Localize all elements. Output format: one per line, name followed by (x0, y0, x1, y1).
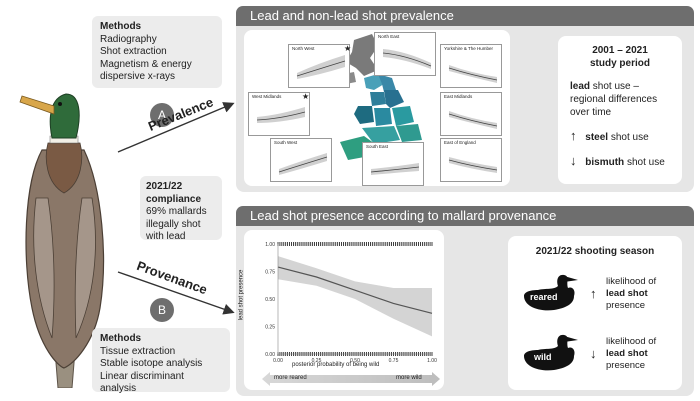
study-period-label: study period (589, 58, 650, 69)
reared-wild-arrow (262, 372, 440, 386)
lead-shot-text: lead shot (606, 288, 648, 299)
lead-word: lead (570, 81, 591, 92)
methods-top-item: Radiography (100, 33, 157, 45)
mini-chart-west-midlands: West Midlands (248, 92, 310, 136)
reared-likelihood: likelihood of lead shot presence (606, 276, 656, 312)
badge-b: B (150, 298, 174, 322)
lead-rest: shot use – regional differences over tim… (570, 81, 658, 118)
compliance-title-line2: compliance (146, 193, 202, 205)
compliance-box: 2021/22 compliance 69% mallards illegall… (140, 176, 222, 242)
down-arrow-icon: ↓ (590, 346, 597, 361)
compliance-line: 69% mallards (146, 206, 207, 217)
series-line (277, 266, 433, 314)
presence-text: presence (606, 360, 646, 371)
mini-chart-title: West Midlands (252, 94, 282, 99)
compliance-title-line1: 2021/22 (146, 181, 183, 192)
methods-top-box: Methods Radiography Shot extraction Magn… (92, 16, 222, 88)
arrow-prevalence-line (117, 102, 235, 153)
bismuth-rest: shot use (626, 157, 665, 168)
wild-label: wild (534, 352, 552, 362)
more-wild-label: more wild (396, 375, 422, 381)
mini-chart-south-west: South West (270, 138, 332, 182)
star-icon: ★ (302, 92, 310, 101)
arrow-provenance-line (117, 271, 235, 315)
y-tick-label: 0.00 (265, 352, 275, 358)
prevalence-summary: 2001 – 2021 study period lead shot use –… (558, 36, 682, 184)
methods-bottom-title: Methods (100, 333, 142, 344)
confidence-band (278, 256, 432, 337)
mini-chart-east-of-england: East of England (440, 138, 502, 182)
panel-provenance-title: Lead shot presence according to mallard … (236, 206, 694, 226)
x-tick-label: 0.00 (273, 358, 283, 364)
mini-chart-title: East of England (444, 140, 476, 145)
mini-chart-east-midlands: East Midlands (440, 92, 502, 136)
x-tick-label: 0.25 (312, 358, 322, 364)
mini-chart-south-east: South East (362, 142, 424, 186)
methods-bottom-item: Linear discriminant analysis (100, 370, 184, 395)
compliance-line: illegally shot (146, 218, 201, 230)
methods-bottom-item: Stable isotope analysis (100, 358, 203, 369)
mini-chart-north-east: North East (374, 32, 436, 76)
badge-a: A (150, 103, 174, 127)
y-tick-label: 0.75 (265, 270, 275, 276)
likelihood-text: likelihood of (606, 336, 657, 347)
mini-chart-title: South West (274, 140, 298, 145)
panel-provenance: Lead shot presence according to mallard … (236, 206, 694, 396)
mini-chart-title: South East (366, 144, 389, 149)
methods-bottom-box: Methods Tissue extraction Stable isotope… (92, 328, 230, 394)
methods-top-title: Methods (100, 21, 142, 32)
y-tick-label: 1.00 (265, 242, 275, 248)
presence-text: presence (606, 300, 646, 311)
steel-word: steel (585, 132, 609, 143)
study-period: 2001 – 2021 (592, 45, 648, 56)
mini-chart-title: East Midlands (444, 94, 473, 99)
compliance-line: with lead (146, 231, 186, 242)
more-reared-label: more reared (274, 375, 307, 381)
xlabel: posterior probability of being wild (292, 362, 380, 368)
wild-likelihood: likelihood of lead shot presence (606, 336, 656, 372)
mini-chart-north-west: North West (288, 44, 350, 88)
y-tick-label: 0.25 (265, 325, 275, 331)
season-title: 2021/22 shooting season (535, 246, 655, 257)
reared-label: reared (530, 292, 558, 302)
panel-prevalence: Lead and non-lead shot prevalence North … (236, 6, 694, 192)
provenance-plot: 0.00 0.25 0.50 0.75 1.00 1.00 0.75 0.50 0.25 0.00 (265, 242, 437, 364)
mini-chart-title: North West (292, 46, 315, 51)
lead-shot-text: lead shot (606, 348, 648, 359)
methods-top-item: Magnetism & energy (100, 58, 192, 70)
x-tick-label: 1.00 (427, 358, 437, 364)
duck-silhouette-icon (524, 274, 578, 311)
bismuth-word: bismuth (585, 157, 625, 168)
star-icon: ★ (344, 44, 352, 53)
y-tick-label: 0.50 (265, 297, 275, 303)
mini-chart-title: Yorkshire & The Humber (444, 46, 494, 51)
ylabel: lead shot presence (238, 269, 245, 321)
mallard-illustration (14, 88, 114, 389)
duck-silhouette-icon (524, 334, 578, 371)
panel-prevalence-title: Lead and non-lead shot prevalence (236, 6, 694, 26)
methods-top-item: dispersive x-rays (100, 71, 176, 82)
up-arrow-icon: ↑ (570, 128, 577, 143)
likelihood-text: likelihood of (606, 276, 657, 287)
up-arrow-icon: ↑ (590, 286, 597, 301)
mini-chart-yorkshire: Yorkshire & The Humber (440, 44, 502, 88)
x-tick-label: 0.50 (350, 358, 360, 364)
down-arrow-icon: ↓ (570, 153, 577, 168)
map-area: North West North East Yorkshire & The Hu… (244, 30, 510, 186)
mini-chart-title: North East (378, 34, 400, 39)
steel-rest: shot use (610, 132, 649, 143)
x-tick-label: 0.75 (389, 358, 399, 364)
methods-top-item: Shot extraction (100, 46, 167, 57)
season-summary: 2021/22 shooting season reared ↑ likelih… (508, 236, 682, 390)
methods-bottom-item: Tissue extraction (100, 345, 176, 357)
